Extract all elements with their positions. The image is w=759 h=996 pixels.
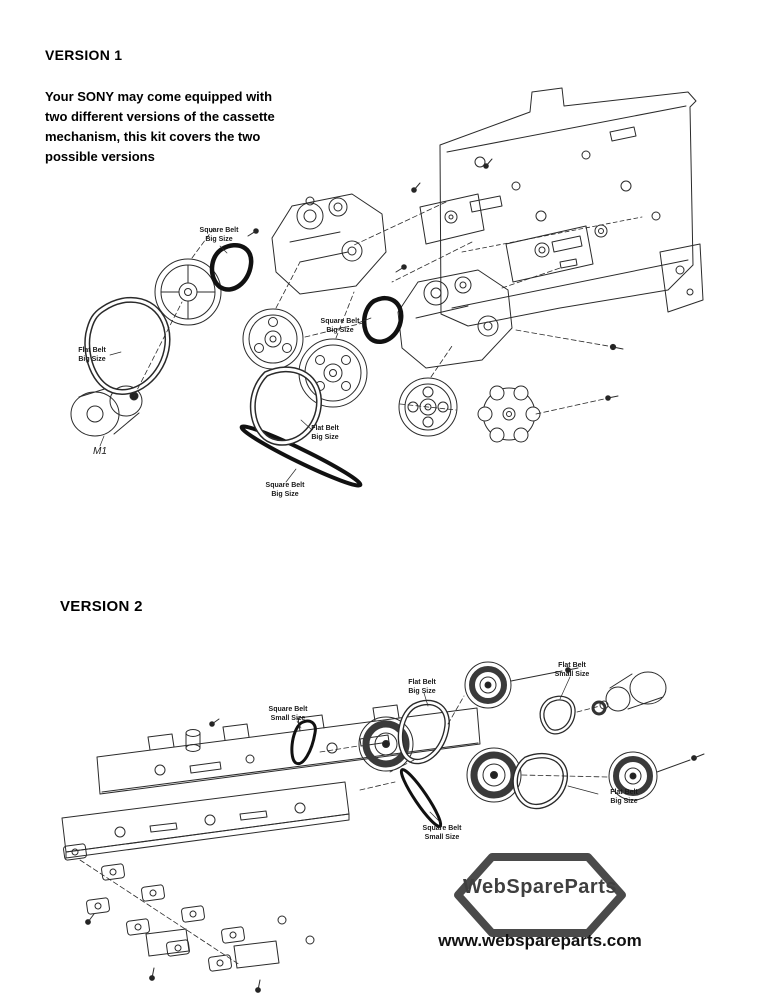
screw-icon [255,979,261,993]
screw-icon [411,182,421,193]
logo-hexagon [454,853,626,937]
screw-icon [565,667,579,673]
v1-label-square-belt-long: Square Belt Big Size [265,482,305,499]
website-url: www.webspareparts.com [438,931,642,950]
v1-flywheel-center [298,338,368,408]
v2-label-square-belt-small-1: Square Belt Small Size [268,706,308,723]
v2-pulley-right [608,751,691,801]
v1-label-m1: M1 [93,446,107,457]
v2-leader-lines [296,676,599,823]
v2-pulley-top [464,661,563,709]
v2-label-square-belt-small-2: Square Belt Small Size [422,825,462,842]
screw-icon [209,718,220,727]
version1-title: VERSION 1 [45,47,123,63]
v1-assembly-axes [133,201,609,415]
v1-screws [247,158,624,401]
version1-description: Your SONY may come equipped with two dif… [45,89,275,165]
v1-chassis-panel [439,87,704,327]
v2-screws [85,667,705,993]
screw-icon [395,264,407,273]
v2-square-belt-small-1 [290,719,317,766]
v1-gear-wheel [477,385,541,443]
v1-label-flat-belt-left: Flat Belt Big Size [78,347,106,364]
screw-icon [149,967,155,981]
v1-bracket-plates [419,193,594,283]
version2-title: VERSION 2 [60,598,143,615]
v2-motor [591,671,667,716]
v2-square-belt-small-2 [399,768,443,828]
v1-mechanism-a [271,193,387,295]
screw-icon [691,753,705,761]
v2-capstan [185,718,220,752]
logo-text: WebSpareParts [463,876,617,898]
v1-flat-belt-mid [249,366,323,446]
v2-assembly-axes [79,695,609,966]
v1-label-square-belt-mid: Square Belt Big Size [320,318,360,335]
v1-square-belt-mid [362,295,404,345]
v1-label-flat-belt-mid: Flat Belt Big Size [311,425,339,442]
v2-deck-plate [61,781,350,859]
v1-square-belt-long [239,424,363,488]
screw-icon [483,158,493,169]
screw-icon [247,228,259,237]
v1-mechanism-b [397,269,513,369]
v1-label-square-belt-top: Square Belt Big Size [199,227,239,244]
v1-square-belt-top [209,243,254,292]
v2-label-flat-belt-small: Flat Belt Small Size [554,662,590,679]
v1-flywheel-mid [242,308,304,370]
v1-flywheel-left [154,258,222,326]
v2-small-parts [63,843,315,972]
screw-icon [605,395,619,401]
v2-label-flat-belt-big-2: Flat Belt Big Size [610,789,638,806]
screw-icon [85,913,95,925]
screw-icon [609,343,624,351]
v2-label-flat-belt-big-1: Flat Belt Big Size [408,679,436,696]
v2-flat-belt-big-2 [512,752,568,810]
v1-flat-belt-left [84,296,171,395]
v2-flywheel-1 [358,716,414,772]
v2-flat-belt-small [539,695,576,735]
v1-leader-lines [99,245,372,483]
v2-flat-belt-big-1 [397,699,450,765]
v1-pulley-right [398,377,458,437]
v2-flywheel-2 [466,747,522,803]
